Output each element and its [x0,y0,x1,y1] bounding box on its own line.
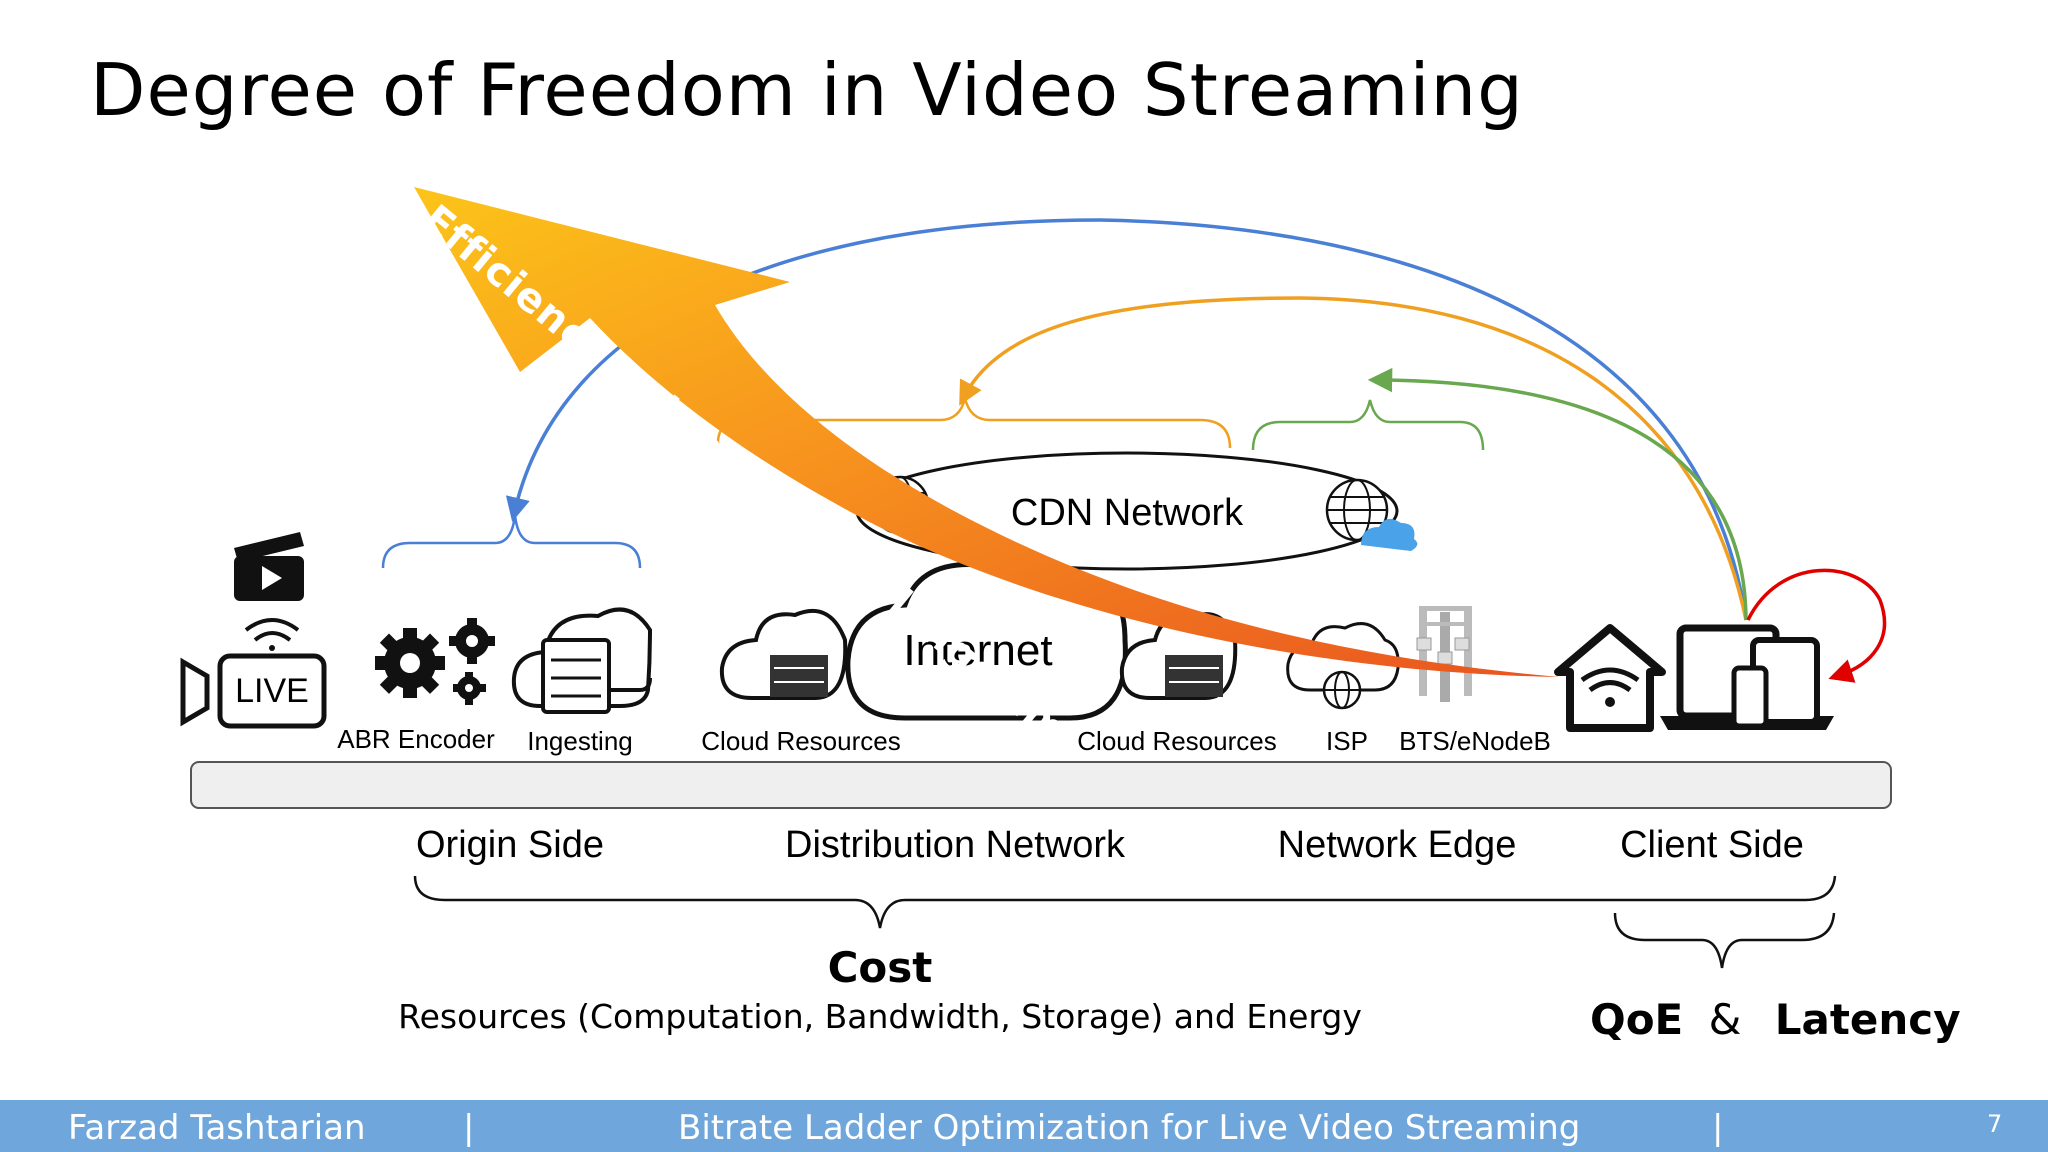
client-devices-icon [1660,624,1834,730]
page-title: Degree of Freedom in Video Streaming [90,48,1524,132]
svg-text:LIVE: LIVE [235,672,309,710]
edge-brace [1251,399,1485,451]
page-number: 7 [1987,1110,2003,1138]
clapperboard-icon [234,532,304,601]
ingest-cloud-server-icon [511,607,653,714]
footer-separator: | [463,1108,475,1148]
footer-bar: Farzad Tashtarian | Bitrate Ladder Optim… [0,1100,2048,1152]
big-efficiency-arrow [414,187,1560,677]
cloud-server-icon [719,609,848,700]
component-label: Cloud Resources [1077,726,1276,756]
cost-heading: Cost [828,943,933,992]
component-label: ABR Encoder [337,724,495,754]
gears-icon [375,618,495,705]
green-feedback-arc [1367,367,1748,621]
footer-author: Farzad Tashtarian [68,1108,366,1148]
stage-label: Network Edge [1278,824,1517,866]
component-label: Cloud Resources [701,726,900,756]
cell-tower-icon [1416,606,1472,702]
stage-label: Distribution Network [785,824,1126,866]
stage-label: Origin Side [416,824,604,866]
footer-talk-title: Bitrate Ladder Optimization for Live Vid… [678,1108,1581,1148]
origin-brace [381,514,642,569]
stage-label: Client Side [1620,824,1804,866]
qoe-brace [1613,912,1836,969]
blue-feedback-arc [505,218,1748,621]
home-wifi-icon [1554,624,1666,732]
internet-label: Internet [903,626,1052,675]
pipeline-bar [190,761,1892,809]
globe-cloud-icon [1325,478,1418,551]
red-self-loop [1746,568,1887,683]
component-label: BTS/eNodeB [1399,726,1551,756]
cost-brace [413,875,1837,929]
cost-detail: Resources (Computation, Bandwidth, Stora… [398,997,1362,1036]
component-label: Ingesting [527,726,633,756]
isp-globe-icon [1286,622,1400,710]
component-label: ISP [1326,726,1368,756]
qoe-latency-label: QoE & Latency [1590,995,1961,1044]
footer-separator: | [1712,1108,1724,1148]
live-camera-icon: LIVE [180,618,327,729]
cdn-network-label: CDN Network [1011,492,1244,534]
